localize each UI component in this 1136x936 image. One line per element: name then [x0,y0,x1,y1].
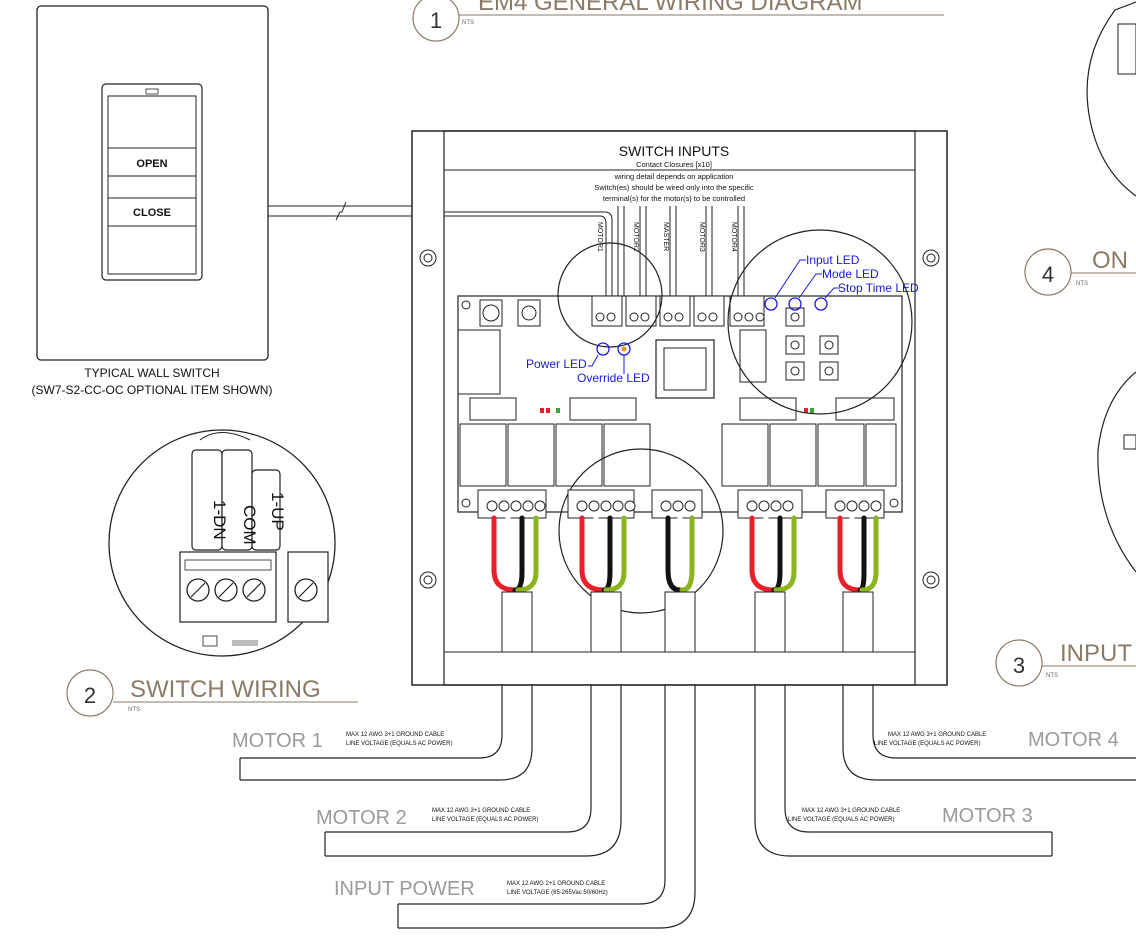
power-spec1: MAX 12 AWG 2+1 GROUND CABLE [507,881,605,887]
power-spec2: LINE VOLTAGE (85-265Vac 50/60Hz) [507,890,608,896]
switch-wiring-title: SWITCH WIRING [130,676,321,703]
input-led-label: Input LED [806,253,860,267]
switch-wiring-scale: NTS [128,707,140,713]
switch-wiring-callout: 2 SWITCH WIRING NTS [66,669,358,717]
led-markers: Input LED Mode LED Stop Time LED Power L… [526,253,919,385]
external-cables [239,685,1136,929]
power-led-label: Power LED [526,357,587,371]
input-callout: 3 INPUT NTS [995,639,1136,687]
input-terminal-blocks [591,295,765,327]
wire-label-motor1: MOTOR1 [596,222,603,252]
switch-inputs-heading: SWITCH INPUTS [619,143,729,159]
wall-switch: OPEN CLOSE TYPICAL WALL SWITCH (SW7-S2-C… [32,5,273,397]
switch-input-wires [444,206,745,300]
motor-wires [491,515,879,593]
cable-glands [501,591,874,653]
title-scale: NTS [462,20,474,26]
motor4-spec1: MAX 12 AWG 3+1 GROUND CABLE [888,732,986,738]
motor1-name: MOTOR 1 [232,730,323,752]
wall-switch-caption-1: TYPICAL WALL SWITCH [84,366,219,380]
close-button-label: CLOSE [133,207,171,219]
on-callout: 4 ON NTS [1024,247,1136,296]
on-callout-scale: NTS [1076,281,1088,287]
detail-circles [557,229,913,614]
input-wire-labels: MOTOR1 MOTOR2 MASTER MOTOR3 MOTOR4 [596,222,737,252]
motor3-name: MOTOR 3 [942,805,1033,827]
open-button-label: OPEN [136,158,167,170]
wire-label-motor4: MOTOR4 [730,222,737,252]
switch-inputs-line2: wiring detail depends on application [614,172,734,181]
output-terminals [477,489,885,519]
stop-time-led-label: Stop Time LED [838,281,919,295]
switch-cable [268,201,412,221]
motor3-spec1: MAX 12 AWG 3+1 GROUND CABLE [802,808,900,814]
motor1-spec2: LINE VOLTAGE (EQUALS AC POWER) [346,741,452,747]
wire-label-motor3: MOTOR3 [698,222,705,252]
motor4-spec2: LINE VOLTAGE (EQUALS AC POWER) [874,741,980,747]
switch-inputs-line1: Contact Closures [x10] [636,160,712,169]
on-callout-title: ON [1092,247,1128,274]
input-callout-title: INPUT [1060,640,1132,667]
terminal-label-dn: 1-DN [210,500,229,540]
motor2-spec2: LINE VOLTAGE (EQUALS AC POWER) [432,817,538,823]
input-callout-number: 3 [1013,653,1025,678]
terminal-label-com: COM [240,505,259,545]
power-name: INPUT POWER [334,878,475,900]
cable-labels: MOTOR 1 MAX 12 AWG 3+1 GROUND CABLE LINE… [232,729,1119,900]
wire-label-master: MASTER [662,222,669,251]
motor3-spec2: LINE VOLTAGE (EQUALS AC POWER) [788,817,894,823]
motor2-name: MOTOR 2 [316,807,407,829]
wire-label-motor2: MOTOR2 [632,222,639,252]
title-callout: 1 EM4 GENERAL WIRING DIAGRAM NTS [412,0,944,42]
terminal-label-up: 1-UP [268,492,287,531]
motor1-spec1: MAX 12 AWG 3+1 GROUND CABLE [346,732,444,738]
right-detail-circles [1086,1,1136,573]
motor4-name: MOTOR 4 [1028,729,1119,751]
page-title: EM4 GENERAL WIRING DIAGRAM [478,0,863,16]
override-led-label: Override LED [577,371,650,385]
switch-wiring-detail: 1-DN COM 1-UP [108,429,336,657]
wall-switch-caption-2: (SW7-S2-CC-OC OPTIONAL ITEM SHOWN) [32,383,273,397]
switch-wiring-number: 2 [84,683,96,708]
title-number: 1 [430,8,442,33]
motor2-spec1: MAX 12 AWG 3+1 GROUND CABLE [432,808,530,814]
switch-inputs-line3: Switch(es) should be wired only into the… [594,183,753,192]
on-callout-number: 4 [1042,262,1054,287]
input-callout-scale: NTS [1046,673,1058,679]
mode-led-label: Mode LED [822,267,879,281]
switch-inputs-line4: terminal(s) for the motor(s) to be contr… [603,194,745,203]
controller-board [457,295,903,513]
